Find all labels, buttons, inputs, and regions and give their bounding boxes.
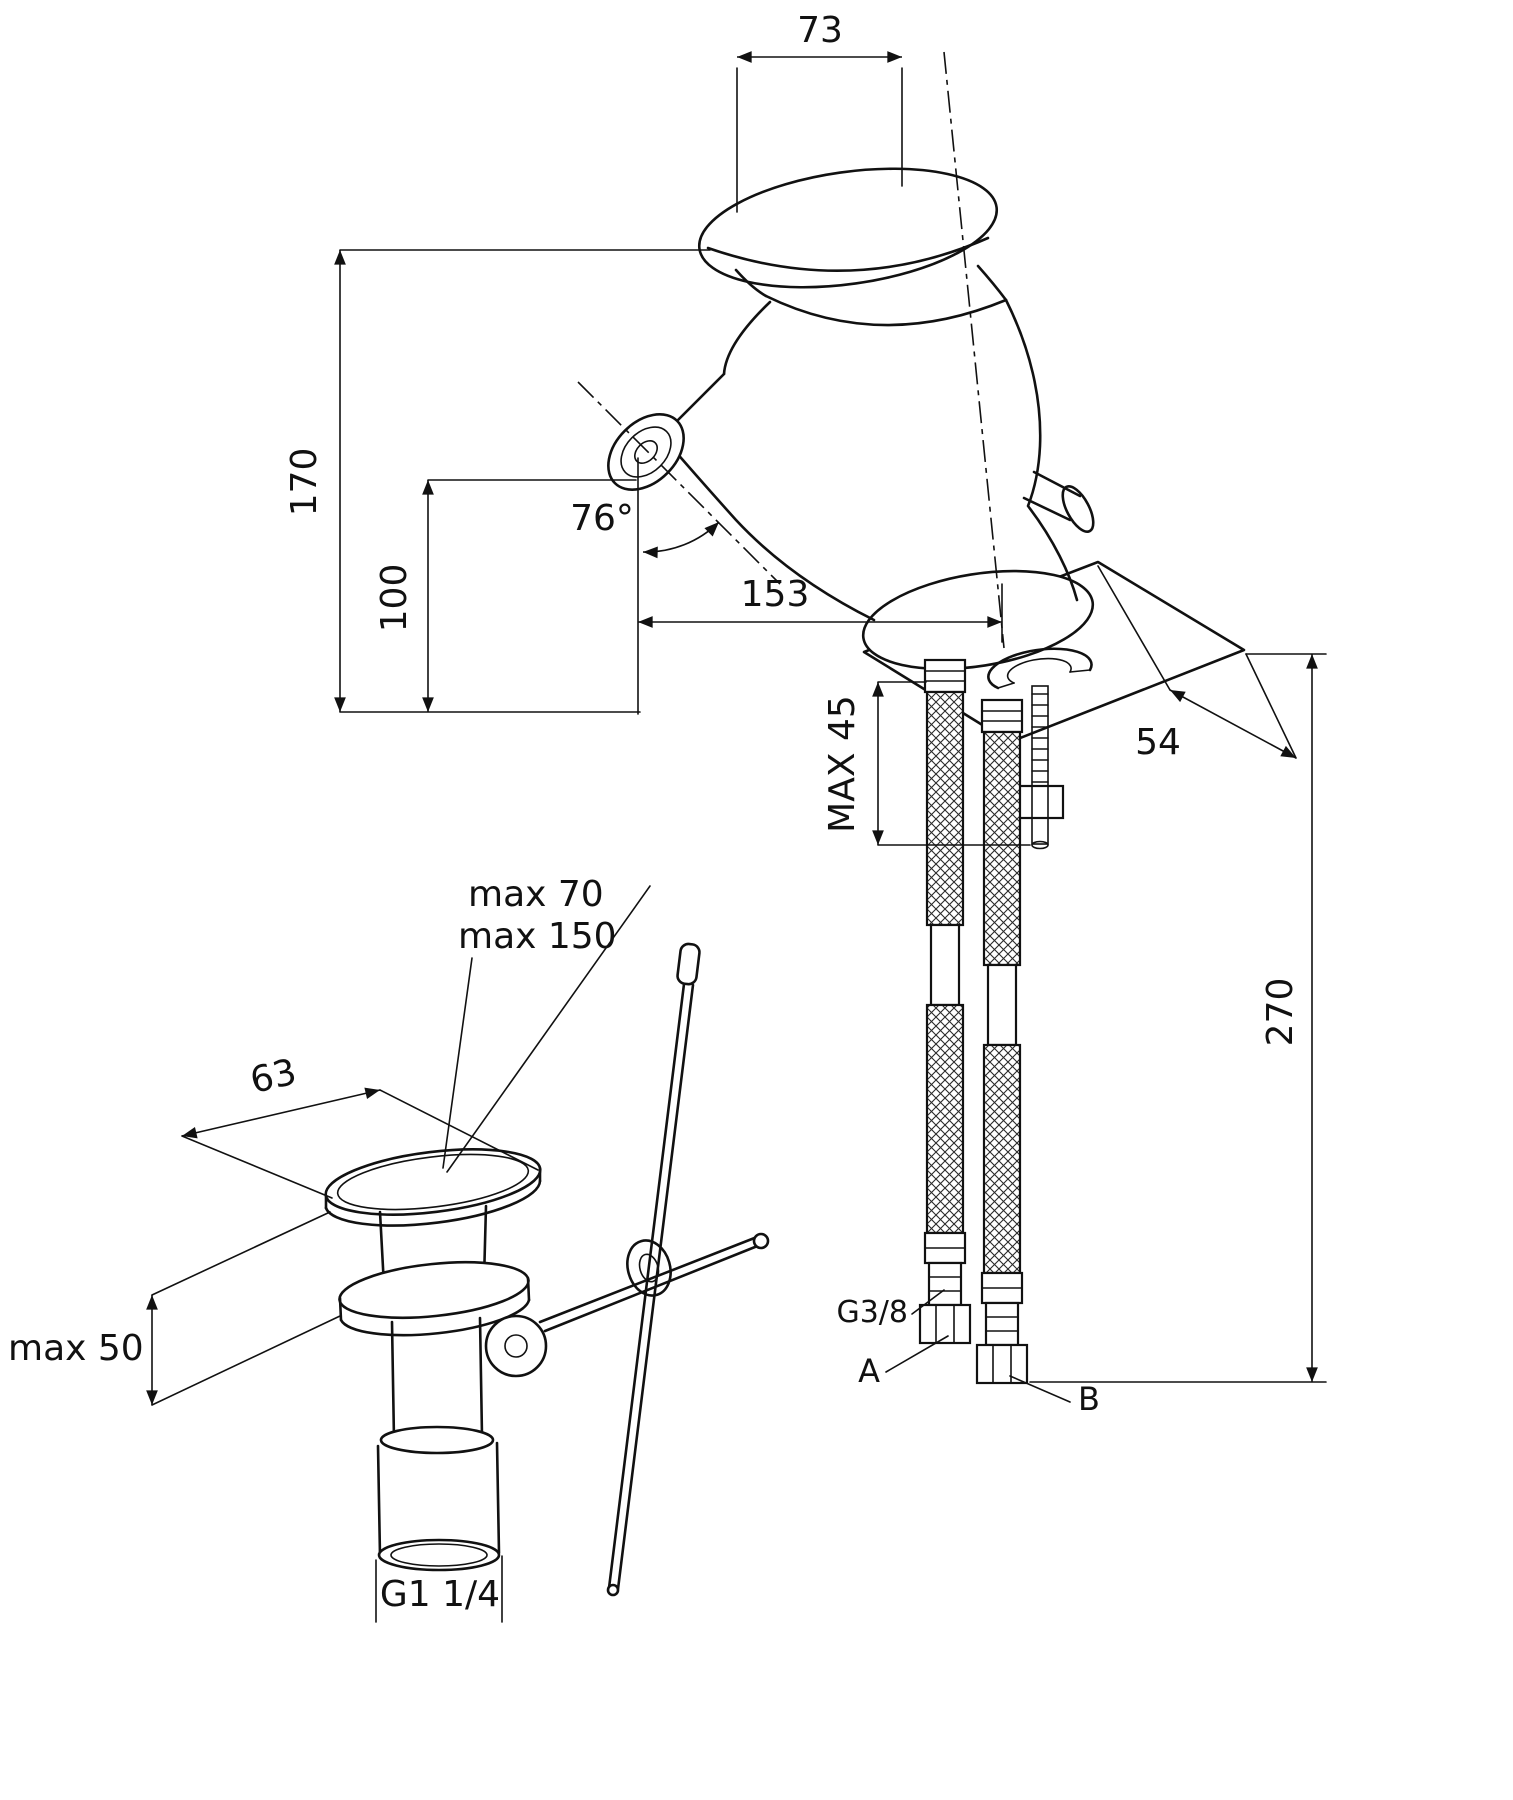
pull-rod — [606, 942, 701, 1597]
spout-axis-centerline — [577, 381, 781, 585]
fixing-stud — [987, 647, 1093, 850]
label-a: A — [858, 1335, 949, 1390]
dimension-63: 63 — [181, 1052, 539, 1199]
supply-hose-right — [975, 698, 1029, 1385]
dimension-153: 153 — [637, 457, 1003, 715]
angle-76: 76° — [570, 498, 720, 559]
label-g114: G1 1/4 — [375, 1555, 503, 1623]
hose-nut-b — [975, 1343, 1029, 1385]
spout-aerator — [607, 372, 726, 491]
angle-76-label: 76° — [570, 498, 634, 539]
dimension-54: 54 — [1097, 565, 1297, 763]
dim-170-label: 170 — [284, 448, 325, 517]
hose-nut-a — [918, 1303, 972, 1345]
dimension-100: 100 — [374, 479, 637, 712]
dim-63-label: 63 — [246, 1052, 300, 1102]
label-rod-travel: max 70 max 150 — [442, 874, 651, 1173]
dim-54-label: 54 — [1135, 722, 1181, 763]
dimension-max45: MAX 45 — [822, 681, 1031, 846]
max70-label: max 70 — [468, 874, 604, 915]
dimension-max50: max 50 — [8, 1211, 341, 1406]
g38-label: G3/8 — [836, 1295, 908, 1330]
dimension-170: 170 — [284, 249, 711, 713]
dim-270-label: 270 — [1260, 978, 1301, 1047]
dim-100-label: 100 — [374, 564, 415, 633]
lever-handle — [697, 167, 1008, 302]
g114-label: G1 1/4 — [380, 1574, 500, 1615]
drain-flange — [324, 1148, 542, 1216]
faucet-body — [577, 51, 1095, 671]
lever-rod — [538, 1232, 770, 1333]
drain-thread-end — [377, 1538, 501, 1572]
max50-label: max 50 — [8, 1328, 144, 1369]
dimension-270: 270 — [1029, 653, 1327, 1383]
dim-73-label: 73 — [797, 10, 843, 51]
cartridge-dome — [764, 294, 1008, 327]
dimension-73: 73 — [736, 10, 903, 213]
faucet-centerline — [943, 51, 1005, 649]
side-lever — [1022, 470, 1095, 533]
supply-hose-left — [918, 658, 972, 1345]
max45-label: MAX 45 — [822, 695, 863, 833]
outlet-a-label: A — [858, 1352, 880, 1390]
label-b: B — [1009, 1375, 1100, 1418]
pull-rod-knob — [676, 942, 701, 986]
rod-pivot-boss — [484, 1314, 548, 1378]
popup-drain — [324, 1148, 548, 1572]
max150-label: max 150 — [458, 916, 617, 957]
dim-153-label: 153 — [741, 574, 810, 615]
outlet-b-label: B — [1078, 1380, 1100, 1418]
stud-nut — [1015, 784, 1065, 820]
rod-clamp — [626, 1239, 672, 1297]
label-g38: G3/8 — [836, 1289, 945, 1330]
